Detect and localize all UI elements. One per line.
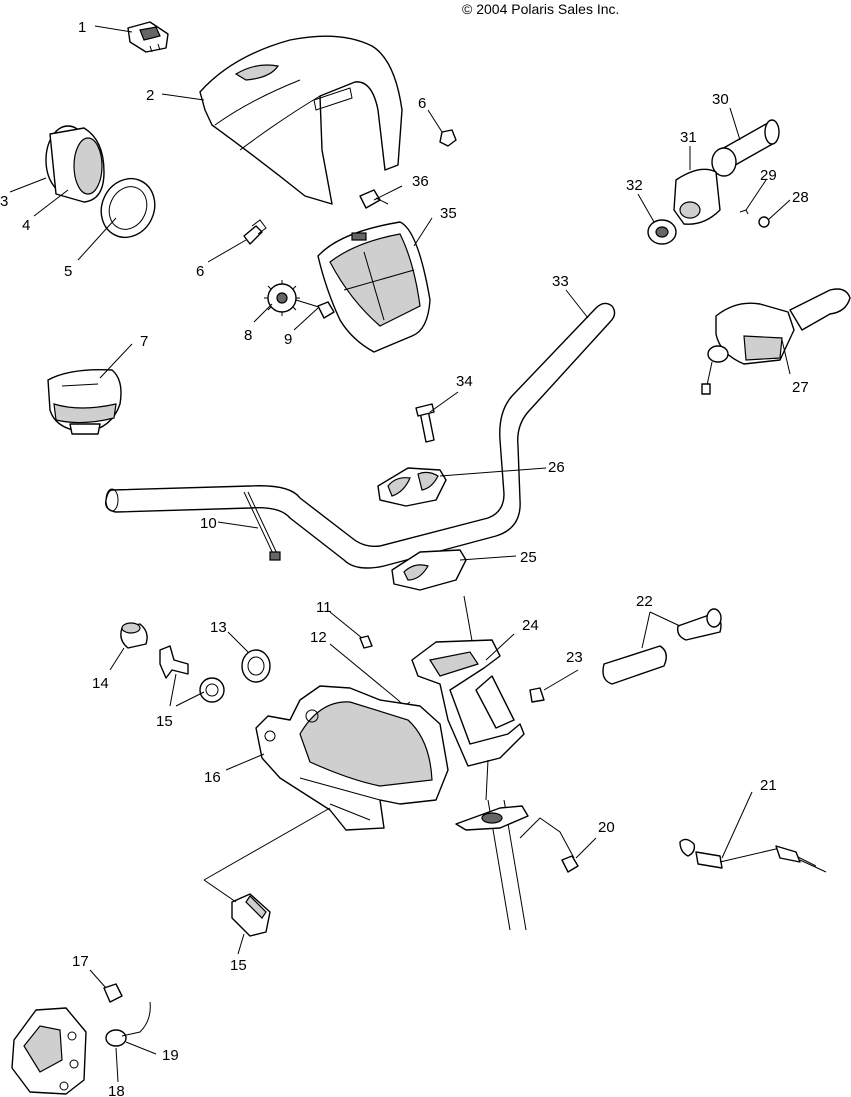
part-knob: [47, 369, 122, 435]
part-cable-tie: [243, 491, 281, 561]
part-adjuster-cable: [295, 299, 335, 319]
callout-8: 8: [244, 327, 252, 344]
part-mounting-bracket: [411, 595, 527, 931]
callout-14: 14: [92, 675, 109, 692]
part-throttle-cable: [679, 838, 827, 873]
part-screw-36: [359, 189, 389, 209]
part-grommet-13: [241, 649, 271, 683]
part-screw-28: [758, 216, 770, 228]
callout-7: 7: [140, 333, 148, 350]
part-handlebar: [105, 302, 616, 569]
callout-36: 36: [412, 173, 429, 190]
part-brake-caliper: [11, 983, 151, 1095]
callout-29: 29: [760, 167, 777, 184]
callout-24: 24: [522, 617, 539, 634]
part-clip-11: [359, 635, 373, 649]
part-master-cylinder: [701, 288, 851, 395]
part-gear: [264, 280, 300, 316]
part-switch: [127, 21, 169, 53]
callout-11: 11: [316, 599, 332, 616]
callout-28: 28: [792, 189, 809, 206]
callout-9: 9: [284, 331, 292, 348]
callout-2: 2: [146, 87, 154, 104]
callout-19: 19: [162, 1047, 179, 1064]
callout-34: 34: [456, 373, 473, 390]
part-steering-plate: [455, 805, 529, 831]
part-screw-lower: [243, 219, 267, 245]
part-nut-20: [561, 855, 579, 873]
part-screw-23: [529, 687, 545, 703]
copyright-text: © 2004 Polaris Sales Inc.: [462, 1, 619, 17]
callout-18: 18: [108, 1083, 125, 1097]
part-seal-ring: [100, 177, 156, 239]
callout-23: 23: [566, 649, 583, 666]
part-pin-29: [739, 209, 749, 215]
callout-25: 25: [520, 549, 537, 566]
callout-15-upper: 15: [156, 713, 173, 730]
callout-31: 31: [680, 129, 697, 146]
part-screw-upper: [439, 129, 457, 147]
callout-32: 32: [626, 177, 643, 194]
part-grip-housing: [45, 125, 105, 203]
callout-labels: 1 2 3 4 5 6 6 7 8 9 10 11 12 13 14 15 15…: [0, 19, 809, 1097]
part-grip-tube: [711, 119, 780, 177]
callout-6-upper: 6: [418, 95, 426, 112]
part-throttle-housing: [673, 168, 721, 225]
callout-17: 17: [72, 953, 89, 970]
callout-30: 30: [712, 91, 729, 108]
part-grips: [602, 608, 722, 685]
callout-4: 4: [22, 217, 30, 234]
part-connector-15: [231, 893, 271, 937]
leader-lines: [9, 25, 791, 1083]
callout-27: 27: [792, 379, 809, 396]
part-plug-14: [120, 622, 148, 649]
callout-10: 10: [200, 515, 217, 532]
callout-12: 12: [310, 629, 327, 646]
callout-5: 5: [64, 263, 72, 280]
callout-1: 1: [78, 19, 86, 36]
callout-33: 33: [552, 273, 569, 290]
part-lower-clamp: [391, 549, 467, 591]
part-headlight: [317, 221, 431, 353]
callout-35: 35: [440, 205, 457, 222]
part-upper-clamp: [377, 467, 447, 507]
part-lower-housing: [255, 685, 449, 831]
callout-26: 26: [548, 459, 565, 476]
callout-20: 20: [598, 819, 615, 836]
part-pod-cover: [199, 35, 403, 205]
callout-3: 3: [0, 193, 8, 210]
callout-16: 16: [204, 769, 221, 786]
callout-15-lower: 15: [230, 957, 247, 974]
part-bolt-34: [415, 403, 435, 443]
callout-6-lower: 6: [196, 263, 204, 280]
callout-22: 22: [636, 593, 653, 610]
callout-21: 21: [760, 777, 777, 794]
part-clip-15: [159, 645, 225, 703]
part-washer-32: [647, 219, 677, 245]
callout-13: 13: [210, 619, 227, 636]
